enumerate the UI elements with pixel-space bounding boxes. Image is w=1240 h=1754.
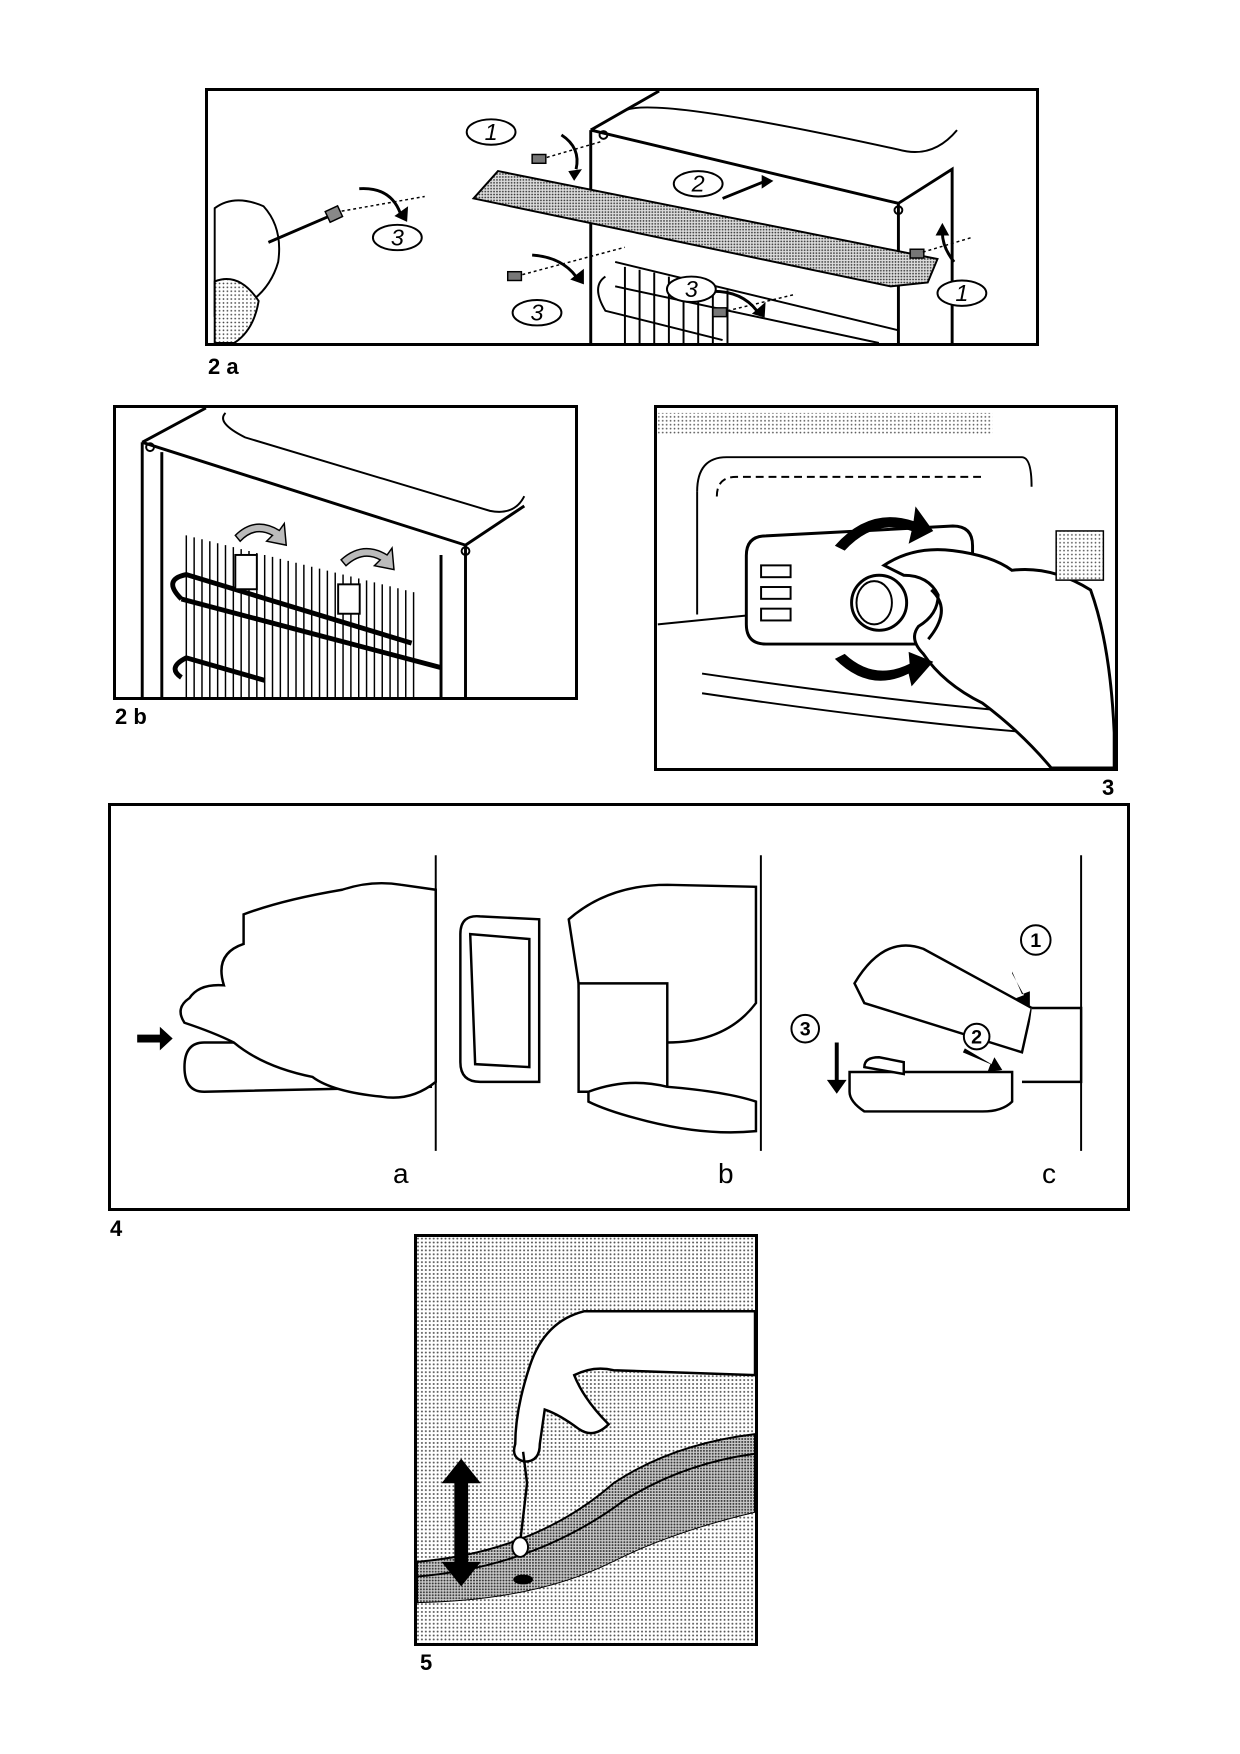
callout-3: 3 — [800, 1019, 811, 1041]
callout-3-left: 3 — [391, 224, 404, 250]
figure-4-panel-a-label: a — [393, 1158, 409, 1189]
callout-3-bottom: 3 — [530, 300, 543, 326]
figure-3-caption: 3 — [1102, 775, 1115, 800]
figure-4-panel-c-label: c — [1042, 1158, 1056, 1189]
figure-2a-illustration: 1 2 3 3 3 1 — [213, 91, 988, 343]
callout-1-top: 1 — [485, 119, 498, 145]
callout-2: 2 — [971, 1026, 982, 1048]
figure-3-illustration — [657, 412, 1115, 768]
callout-2: 2 — [691, 171, 705, 197]
figure-3 — [654, 405, 1118, 771]
figure-5-illustration — [417, 1237, 755, 1643]
callout-3-middle: 3 — [685, 276, 698, 302]
figure-5-caption: 5 — [420, 1650, 433, 1675]
figure-4: 1 2 3 a b c — [108, 803, 1130, 1211]
callout-1: 1 — [1030, 930, 1041, 952]
figure-4-caption: 4 — [110, 1216, 123, 1241]
figure-2a: 1 2 3 3 3 1 — [205, 88, 1039, 346]
figure-2a-caption: 2 a — [208, 354, 239, 379]
figure-2b — [113, 405, 578, 700]
figure-2b-illustration — [140, 408, 526, 697]
figure-4-illustration: 1 2 3 — [137, 855, 1083, 1151]
callout-1-right: 1 — [955, 280, 968, 306]
figure-2b-caption: 2 b — [115, 704, 147, 729]
figure-4-panel-b-label: b — [718, 1158, 734, 1189]
figure-5 — [414, 1234, 758, 1646]
